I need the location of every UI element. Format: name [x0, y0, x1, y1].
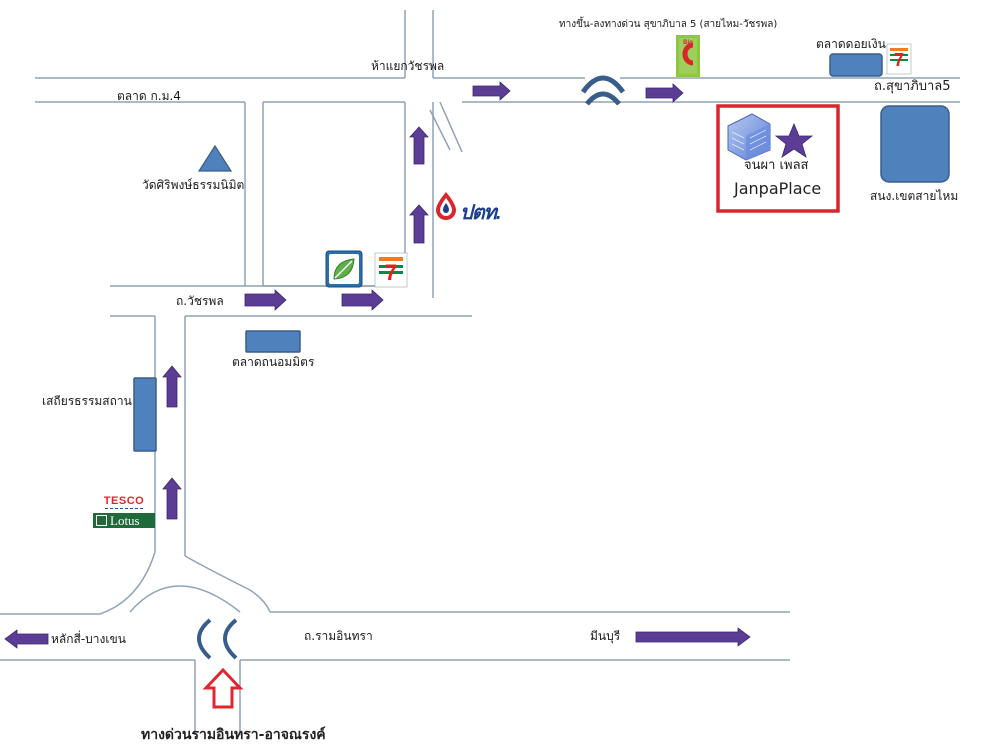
svg-text:Big: Big: [683, 40, 693, 46]
road-ramintra: [0, 611, 790, 661]
bridge-icon: [580, 75, 626, 106]
arrow-up-icon: [409, 126, 429, 165]
road-sukhapiban5: [35, 77, 960, 103]
landmarks: [133, 53, 950, 452]
bridge-icon-bottom: [197, 618, 238, 660]
svg-text:7: 7: [385, 260, 397, 285]
svg-text:7: 7: [894, 50, 904, 70]
market-doi-ngoen-label: ตลาดดอยเงิน: [816, 37, 886, 51]
janpa-thai-label: จนผา เพลส: [744, 158, 809, 173]
talad-km4-label: ตลาด ก.ม.4: [117, 89, 181, 103]
sukhapiban5-road-label: ถ.สุขาภิบาล5: [874, 79, 951, 94]
bigc-logo: Big: [676, 35, 700, 77]
arrow-right-icon: [645, 83, 684, 103]
road-slip: [429, 101, 463, 153]
arrow-up-icon: [162, 365, 182, 408]
janpa-place-highlight-box: [716, 104, 840, 213]
arrow-up-icon: [162, 477, 182, 520]
shrine-building: [133, 377, 157, 452]
laksi-label: หลักสี่-บางเขน: [51, 632, 126, 646]
arrow-right-icon: [341, 289, 384, 311]
arrow-right-icon: [472, 81, 511, 101]
lotus-text-box: Lotus: [93, 513, 155, 528]
building-icon: [727, 113, 771, 161]
arrow-right-icon: [244, 289, 287, 311]
tesco-text: TESCO: [103, 495, 145, 507]
road-watcharaphon: [110, 285, 472, 317]
road-expressway-bottom: [194, 660, 241, 735]
market-doi-ngoen-building: [829, 53, 883, 77]
road-junction-curves: [99, 551, 271, 615]
market-thanom-label: ตลาดถนอมมิตร: [232, 355, 315, 369]
ptt-logo: [436, 192, 456, 220]
road-network: [0, 10, 960, 735]
intersection-label: ห้าแยกวัชรพล: [371, 59, 445, 73]
watcharaphon-road-label: ถ.วัชรพล: [176, 294, 224, 308]
expressway-top-label: ทางขึ้น-ลงทางด่วน สุขาภิบาล 5 (สายไหม-วั…: [559, 19, 778, 30]
seven-eleven-logo: 7: [886, 43, 912, 75]
minburi-label: มีนบุรี: [590, 629, 621, 643]
start-arrow-icon: [202, 667, 244, 709]
seven-eleven-logo: 7: [374, 252, 408, 288]
lotus-text: Lotus: [110, 513, 140, 528]
bangchak-logo: [325, 250, 363, 288]
direction-arrows: [4, 81, 751, 649]
arrow-up-icon: [409, 204, 429, 244]
market-thanom-building: [245, 330, 301, 353]
district-office-building: [880, 105, 950, 183]
star-icon: [774, 122, 814, 158]
triangle-icon: [197, 144, 233, 172]
ramintra-road-label: ถ.รามอินทรา: [304, 629, 373, 643]
road-watcharaphon-vertical: [404, 10, 434, 298]
expressway-bottom-label: ทางด่วนรามอินทรา-อาจณรงค์: [141, 727, 326, 743]
shrine-label: เสถียรธรรมสถาน: [42, 394, 132, 408]
tesco-lotus-logo: TESCO Lotus: [93, 496, 155, 528]
arrow-left-icon: [4, 629, 49, 649]
ptt-logo-text: ปตท.: [460, 202, 501, 224]
district-office-label: สนง.เขตสายไหม: [870, 189, 959, 203]
janpa-en-label: JanpaPlace: [734, 179, 822, 198]
arrow-right-icon: [635, 627, 751, 647]
road-lotus-vertical: [154, 316, 186, 556]
wat-label: วัดศิริพงษ์ธรรมนิมิต: [142, 178, 245, 192]
